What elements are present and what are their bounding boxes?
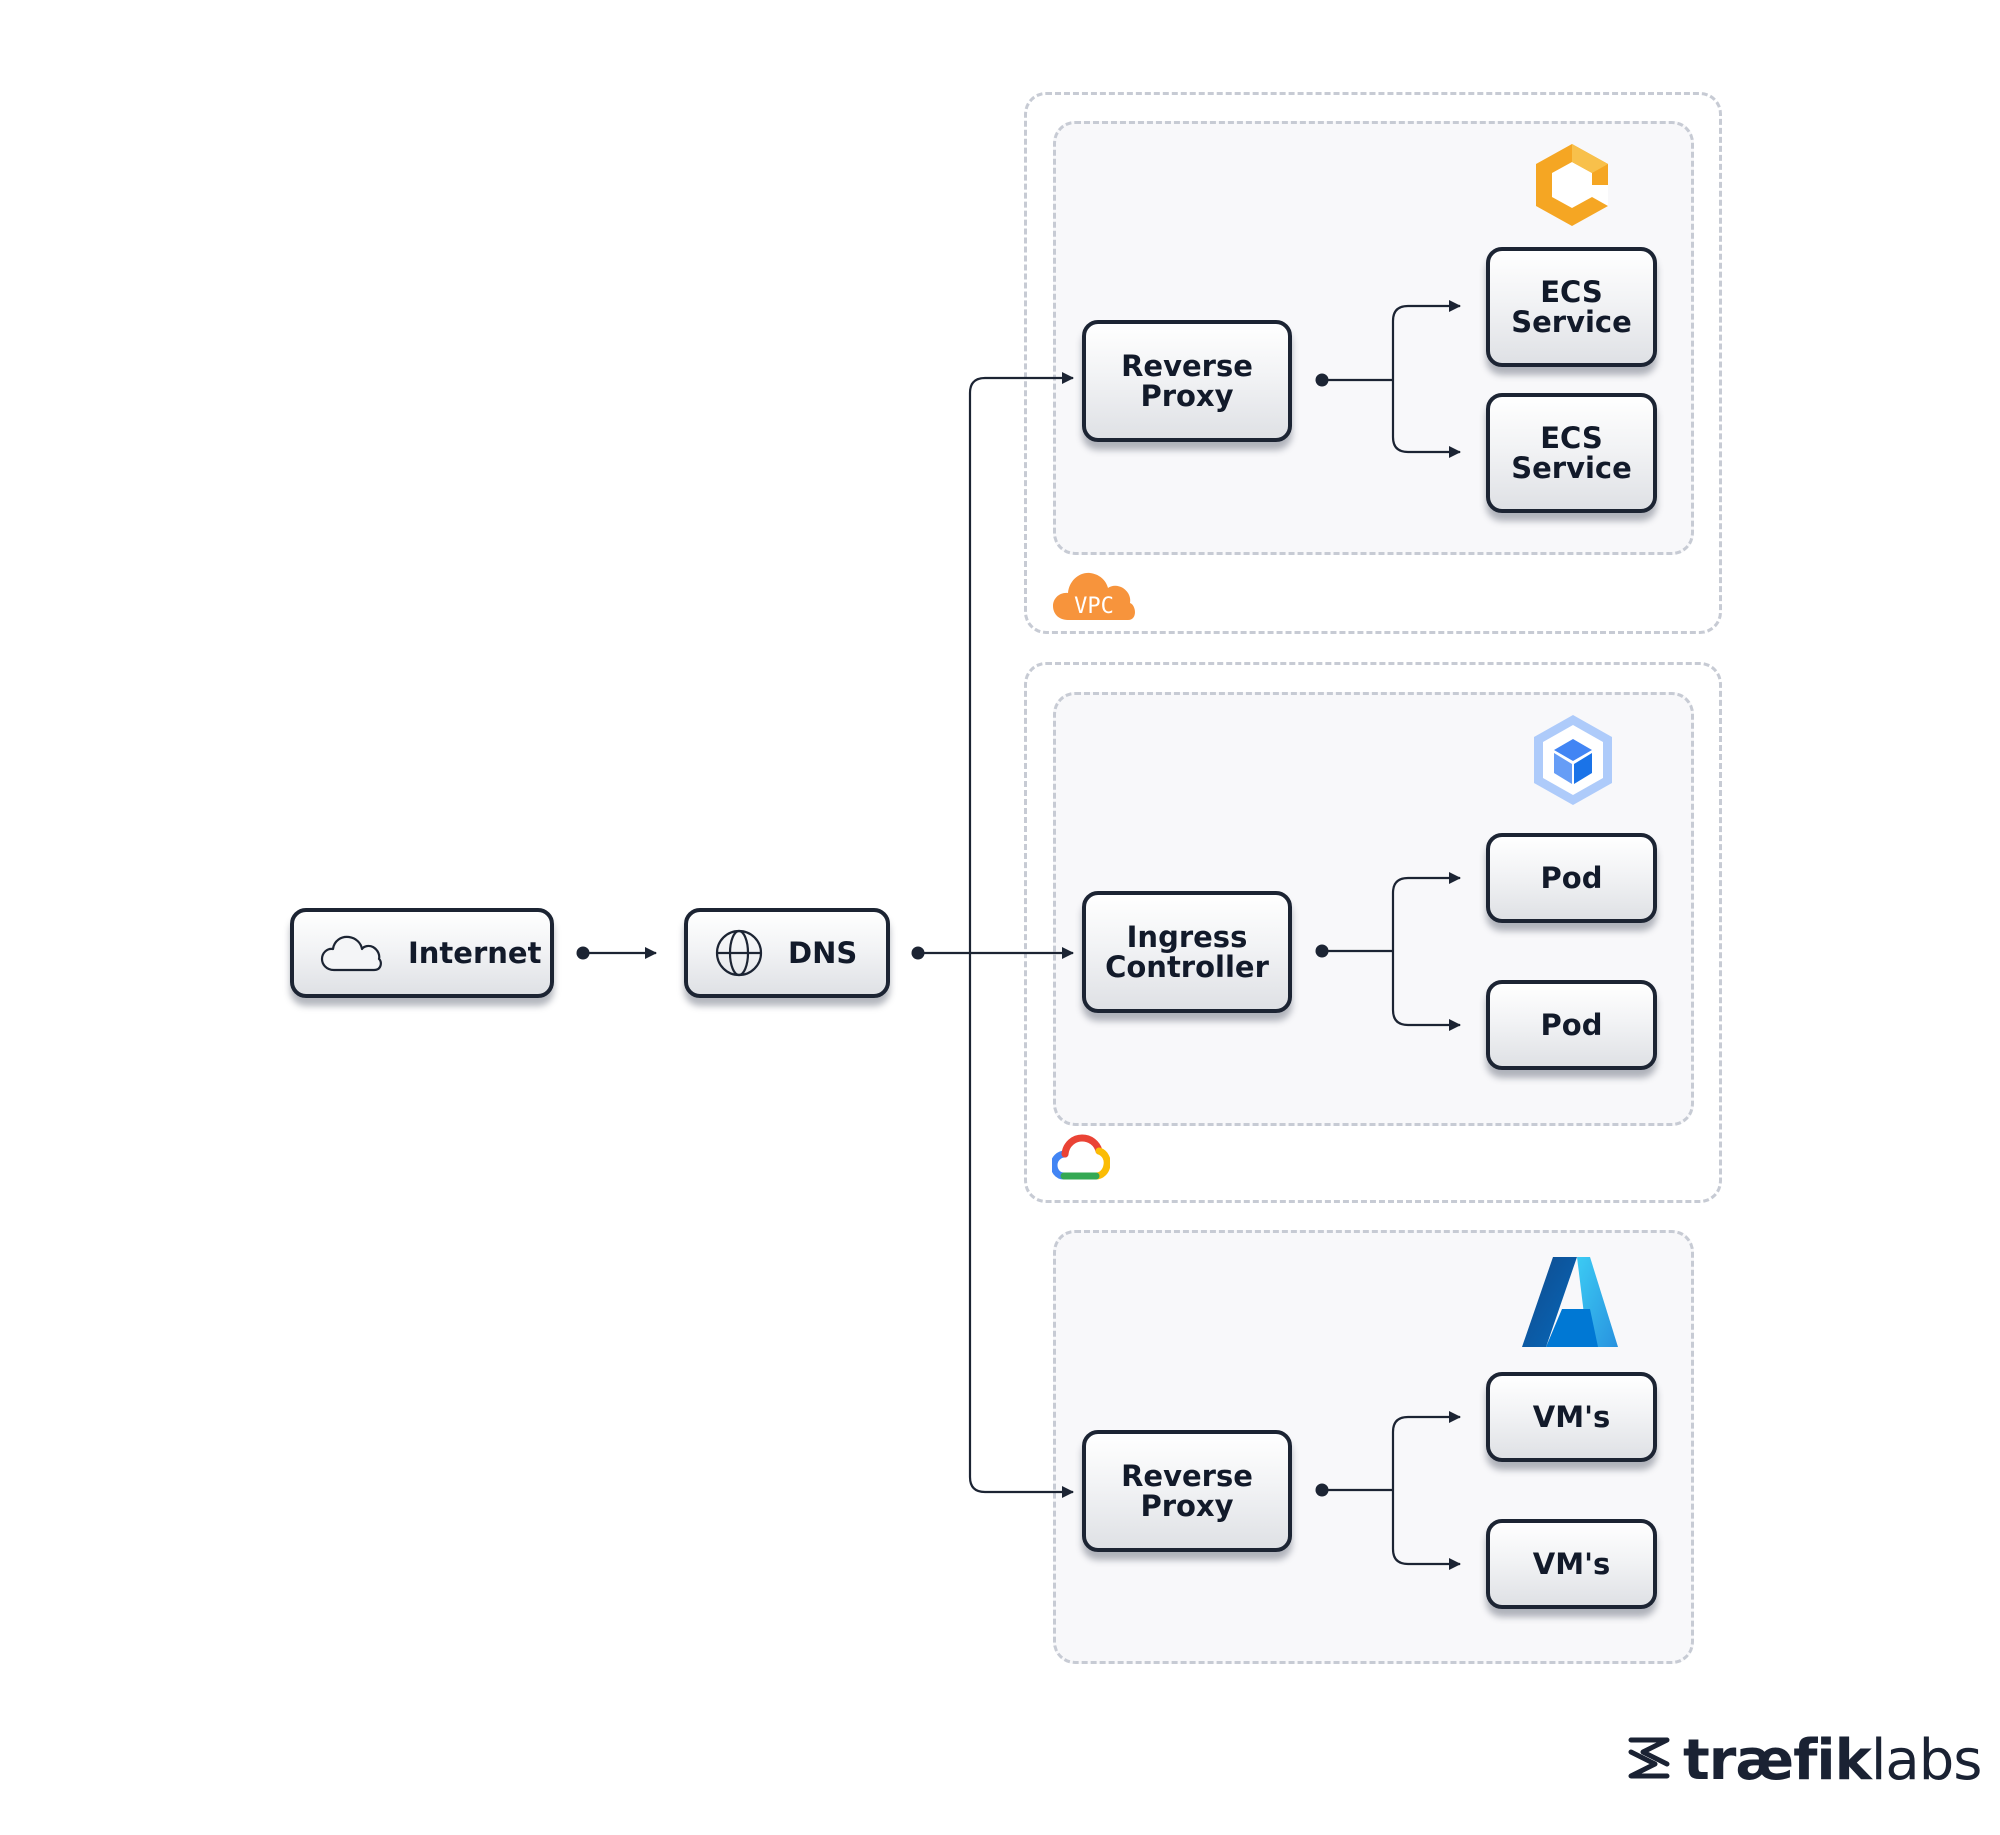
pod-node-2[interactable]: Pod xyxy=(1486,980,1657,1070)
azure-logo xyxy=(1520,1255,1620,1354)
brand-wordmark: træfiklabs xyxy=(1683,1727,1983,1793)
edge-aws-to-ecs1 xyxy=(1391,300,1461,380)
edge-dot-internet xyxy=(576,946,590,960)
edge-gcp-to-pod2 xyxy=(1391,951,1461,1031)
brand-word-labs: labs xyxy=(1870,1727,1983,1793)
traefik-logo-icon xyxy=(1625,1730,1673,1791)
dns-label: DNS xyxy=(788,935,858,970)
ecs-service-label-2: ECS Service xyxy=(1511,420,1632,485)
aws-ecs-logo xyxy=(1532,140,1612,235)
edge-azure-to-vm2 xyxy=(1391,1490,1461,1570)
vpc-badge-text: VPC xyxy=(1074,594,1114,619)
aws-reverse-proxy-label: Reverse Proxy xyxy=(1121,348,1253,413)
internet-node[interactable]: Internet xyxy=(290,908,554,998)
vm-node-1[interactable]: VM's xyxy=(1486,1372,1657,1462)
brand-word-traefik: træfik xyxy=(1683,1727,1872,1793)
ecs-service-label-1: ECS Service xyxy=(1511,274,1632,339)
edge-dns-azure xyxy=(968,953,1074,1498)
edge-gcp-to-pod1 xyxy=(1391,872,1461,951)
vpc-cloud-badge: VPC xyxy=(1052,566,1138,627)
ecs-service-node-1[interactable]: ECS Service xyxy=(1486,247,1657,367)
pod-label-2: Pod xyxy=(1540,1007,1603,1042)
edge-aws-to-ecs2 xyxy=(1391,380,1461,458)
pod-node-1[interactable]: Pod xyxy=(1486,833,1657,923)
google-cloud-logo xyxy=(1050,1134,1111,1187)
dns-node[interactable]: DNS xyxy=(684,908,890,998)
globe-icon xyxy=(714,928,764,978)
ingress-controller-node[interactable]: Ingress Controller xyxy=(1082,891,1292,1013)
edge-dot-azure-proxy xyxy=(1315,1483,1329,1497)
azure-reverse-proxy-node[interactable]: Reverse Proxy xyxy=(1082,1430,1292,1552)
ecs-service-node-2[interactable]: ECS Service xyxy=(1486,393,1657,513)
edge-dns-trunk xyxy=(968,372,1074,953)
gke-cube-logo xyxy=(1530,712,1616,813)
edge-azure-to-vm1 xyxy=(1391,1411,1461,1490)
vm-label-2: VM's xyxy=(1532,1546,1611,1581)
ingress-controller-label: Ingress Controller xyxy=(1105,919,1269,984)
traefiklabs-brand: træfiklabs xyxy=(1625,1725,1983,1795)
cloud-icon xyxy=(320,932,384,974)
edge-dot-dns xyxy=(911,946,925,960)
vm-label-1: VM's xyxy=(1532,1399,1611,1434)
vm-node-2[interactable]: VM's xyxy=(1486,1519,1657,1609)
pod-label-1: Pod xyxy=(1540,860,1603,895)
azure-reverse-proxy-label: Reverse Proxy xyxy=(1121,1458,1253,1523)
edge-dot-aws-proxy xyxy=(1315,373,1329,387)
edge-dot-gcp-ingress xyxy=(1315,944,1329,958)
internet-label: Internet xyxy=(408,935,542,970)
aws-reverse-proxy-node[interactable]: Reverse Proxy xyxy=(1082,320,1292,442)
